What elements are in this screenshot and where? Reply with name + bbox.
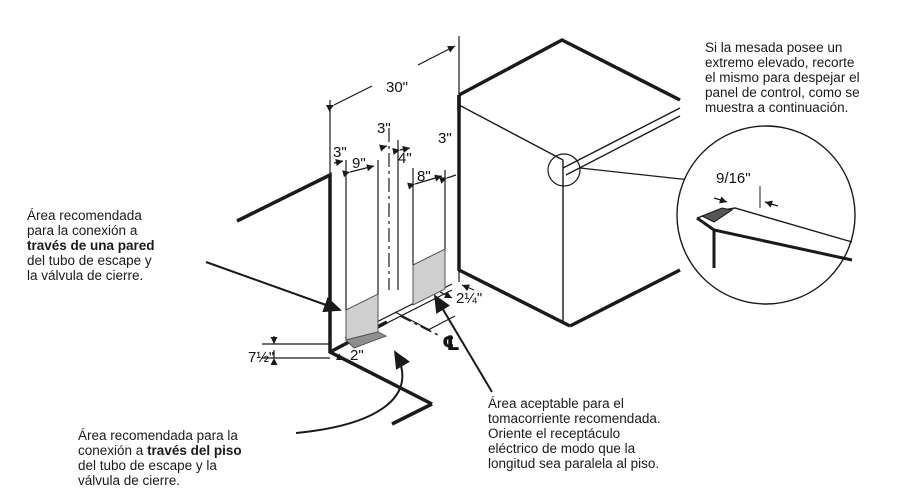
floor-note-bold: través del piso <box>147 443 242 458</box>
countertop-note-line-2: extremo elevado, recorte <box>705 55 855 70</box>
detail-countertop <box>696 186 853 268</box>
dishwasher-body <box>457 38 681 328</box>
dim-30: 30" <box>386 79 408 96</box>
countertop-note: Si la mesada posee un extremo elevado, r… <box>705 40 901 115</box>
outlet-note-line-4: eléctrico de modo que la <box>488 441 636 456</box>
callout-leader <box>579 167 691 181</box>
countertop-note-line-4: panel de control, como se <box>705 85 860 100</box>
outlet-note: Área aceptable para el tomacorriente rec… <box>488 396 728 471</box>
dim-4: 4" <box>398 150 412 167</box>
floor-note-line-4: válvula de cierre. <box>78 473 181 488</box>
dim-3-left: 3" <box>333 144 347 161</box>
dim-3-center: 3" <box>377 120 391 137</box>
dim-2: 2" <box>350 347 364 364</box>
dim-9: 9" <box>352 155 366 172</box>
floor-connection-area <box>345 331 388 349</box>
pointer-arrows <box>205 261 493 434</box>
dim-7-1-2: 7½" <box>248 349 274 366</box>
dim-2-1-4: 2¼" <box>456 290 482 307</box>
floor-note-line-1: Área recomendada para la <box>78 428 238 443</box>
wall-note-line-5: la válvula de cierre. <box>27 268 144 283</box>
centerline-marker <box>399 315 441 337</box>
dim-8: 8" <box>417 168 431 185</box>
dim-9-16: 9/16" <box>716 170 751 187</box>
detail-large-circle <box>676 125 856 305</box>
wall-note-bold: través de una pared <box>27 238 155 253</box>
centerline-symbol: ℄ <box>442 333 460 355</box>
floor-connection-note: Área recomendada para la conexión a trav… <box>78 428 308 488</box>
wall-connection-note: Área recomendada para la conexión a trav… <box>27 208 217 283</box>
detail-small-circle <box>547 153 581 187</box>
outlet-note-line-3: Oriente el receptáculo <box>488 426 621 441</box>
floor-note-line-3: del tubo de escape y la <box>78 458 217 473</box>
outlet-area <box>412 248 446 306</box>
countertop-note-line-5: muestra a continuación. <box>705 100 849 115</box>
wall-note-line-2: para la conexión a <box>27 223 138 238</box>
outlet-note-line-1: Área aceptable para el <box>488 396 624 411</box>
countertop-note-line-1: Si la mesada posee un <box>705 40 843 55</box>
floor-note-line-2: conexión a través del piso <box>78 443 308 458</box>
wall-note-line-4: del tubo de escape y <box>27 253 152 268</box>
wall-note-line-1: Área recomendada <box>27 208 142 223</box>
countertop-note-line-3: el mismo para despejar el <box>705 70 860 85</box>
outlet-note-line-5: longitud sea paralela al piso. <box>488 456 660 471</box>
floor-note-line-2-pre: conexión a <box>78 443 148 458</box>
dishwasher-edges <box>458 104 681 324</box>
outlet-note-line-2: tomacorriente recomendada. <box>488 411 661 426</box>
dimension-lines <box>262 45 475 366</box>
dim-3-right: 3" <box>438 130 452 147</box>
cabinet-opening <box>236 172 433 426</box>
